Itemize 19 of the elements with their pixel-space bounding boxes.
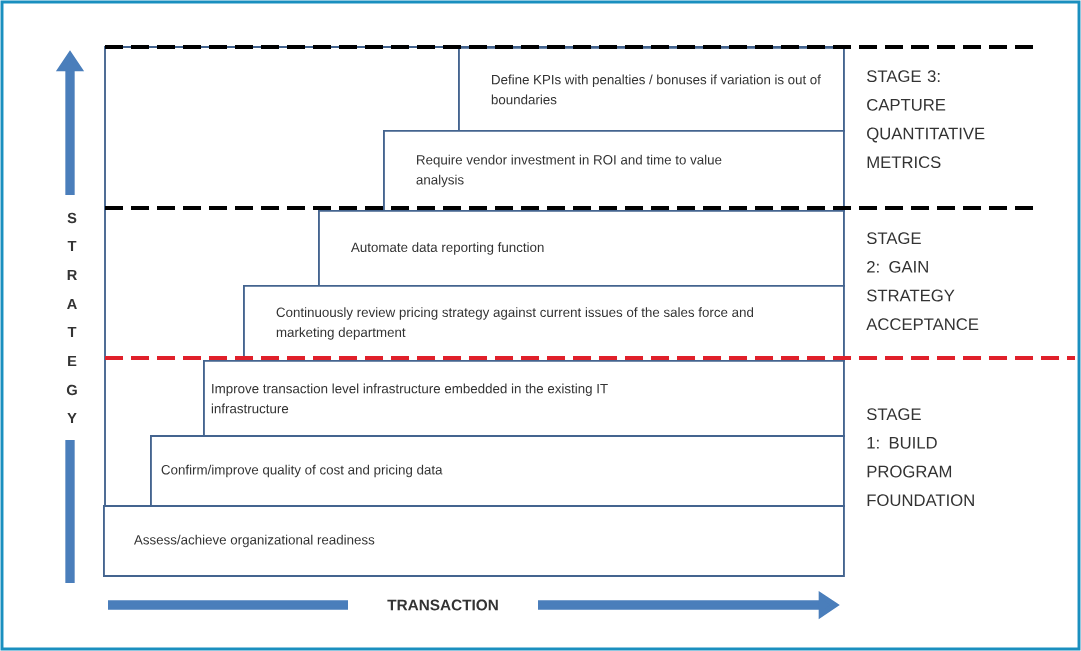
step-box: Require vendor investment in ROI and time to value analysis — [383, 130, 845, 212]
step-box: Define KPIs with penalties / bonuses if variation is out of boundaries — [458, 47, 845, 132]
stage-label: STAGE 1: BUILD PROGRAM FOUNDATION — [867, 408, 974, 507]
stage-label: STAGE 3: CAPTURE QUANTITATIVE METRICS — [867, 70, 985, 169]
step-box: Continuously review pricing strategy against current issues of the sales force and marketing department — [243, 285, 845, 362]
step-box: Confirm/improve quality of cost and pricing data — [150, 435, 845, 507]
step-box: Automate data reporting function — [318, 210, 845, 287]
axis-letter: G — [66, 384, 77, 396]
step-box: Improve transaction level infrastructure embedded in the existing IT infrastructure — [203, 360, 845, 437]
axis-letter: Y — [67, 412, 77, 424]
axis-label: TRANSACTION — [387, 599, 498, 611]
axis-letter: A — [67, 298, 77, 310]
axis-letter: R — [67, 269, 77, 281]
stage-label: STAGE 2: GAIN STRATEGY ACCEPTANCE — [866, 232, 979, 331]
axis-letter: S — [67, 212, 77, 224]
axis-letter: E — [68, 355, 77, 367]
axis-letter: T — [67, 326, 77, 338]
axis-letter: T — [67, 240, 77, 252]
step-box: Assess/achieve organizational readiness — [103, 505, 845, 577]
